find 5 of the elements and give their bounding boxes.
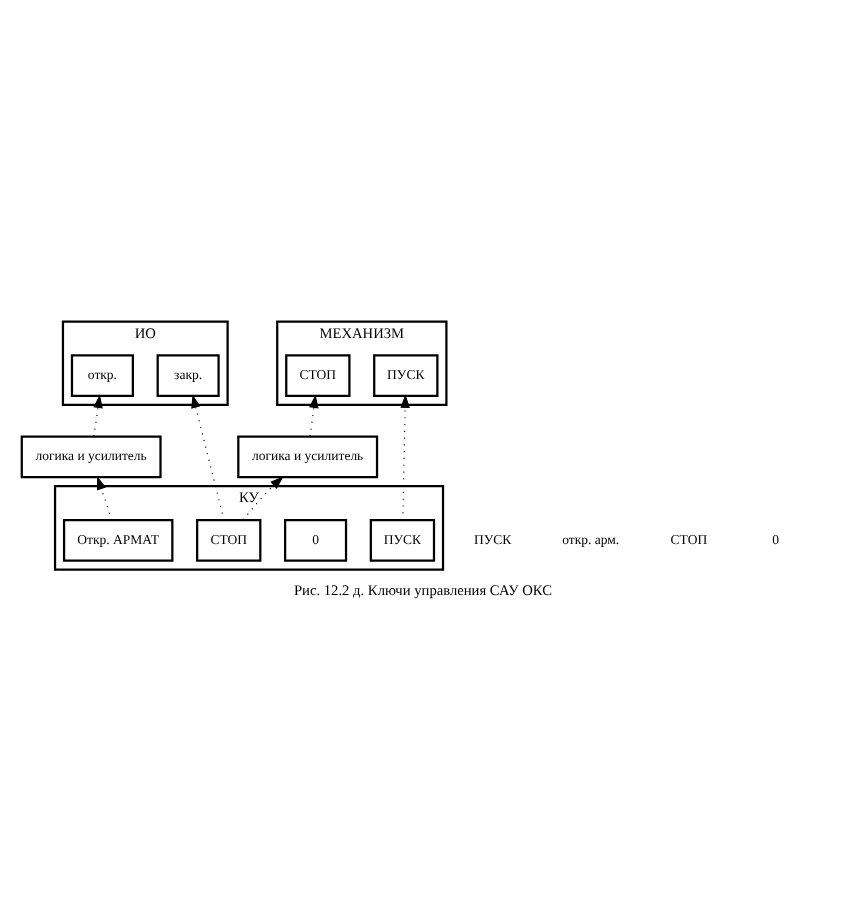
arrow [93, 394, 103, 437]
arrow [191, 394, 225, 521]
arrow [96, 476, 113, 521]
arrow [242, 476, 284, 521]
arrow [309, 394, 319, 437]
